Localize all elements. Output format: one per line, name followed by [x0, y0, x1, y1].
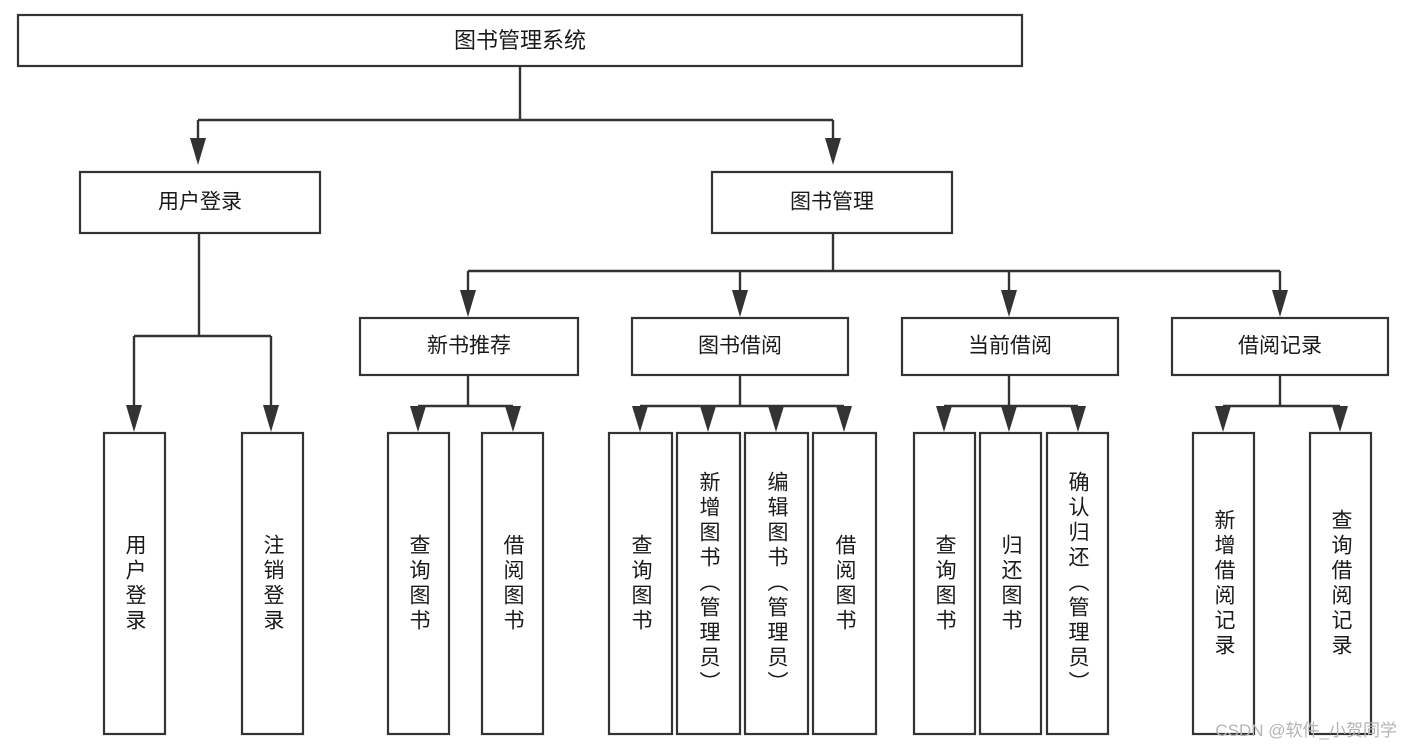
leaf-box-br-query-record[interactable] — [1308, 431, 1373, 736]
arrow-to-cb-leaf-2 — [1001, 406, 1017, 432]
connector-group-root-to-level2 — [190, 66, 841, 165]
arrow-to-new-book-recommend — [460, 290, 476, 317]
connector-group-book-management-to-level3 — [460, 233, 1288, 317]
leaf-box-user-login[interactable] — [102, 431, 167, 736]
arrow-to-bb-leaf-3 — [768, 406, 784, 432]
node-current-borrow-box[interactable] — [900, 316, 1120, 377]
node-new-book-recommend-box[interactable] — [358, 316, 580, 377]
leaf-box-cb-confirm-return-admin[interactable] — [1045, 431, 1110, 736]
arrow-to-cb-leaf-3 — [1070, 406, 1086, 432]
leaf-box-nbr-borrow-book[interactable] — [480, 431, 545, 736]
arrow-to-cb-leaf-1 — [936, 406, 952, 432]
node-book-management[interactable]: 图书管理 — [710, 170, 954, 235]
leaf-boxes-borrow-record — [1191, 431, 1373, 736]
arrow-to-nbr-leaf-2 — [505, 406, 521, 432]
arrow-to-bb-leaf-4 — [836, 406, 852, 432]
leaf-box-cb-query-book[interactable] — [912, 431, 977, 736]
arrow-to-bb-leaf-1 — [632, 406, 648, 432]
arrow-to-user-login — [190, 138, 206, 165]
node-book-management-label: 图书管理 — [790, 191, 874, 214]
connector-group-user-login-to-leaves — [126, 233, 279, 432]
leaf-box-bb-edit-book-admin[interactable] — [743, 431, 810, 736]
connector-group-book-borrow-to-leaves — [632, 375, 852, 432]
node-current-borrow[interactable]: 当前借阅 — [900, 316, 1120, 377]
node-user-login[interactable]: 用户登录 — [78, 170, 322, 235]
node-root-label: 图书管理系统 — [454, 28, 586, 53]
leaf-boxes-book-borrow — [607, 431, 878, 736]
leaf-box-nbr-query-book[interactable] — [386, 431, 451, 736]
arrow-to-leaf-logout — [263, 405, 279, 432]
arrow-to-leaf-user-login — [126, 405, 142, 432]
leaf-boxes-user-login — [102, 431, 305, 736]
node-current-borrow-label: 当前借阅 — [968, 335, 1052, 358]
arrow-to-br-leaf-1 — [1215, 406, 1231, 432]
arrow-to-nbr-leaf-1 — [410, 406, 426, 432]
node-root-box[interactable] — [16, 13, 1024, 68]
node-book-borrow-label: 图书借阅 — [698, 335, 782, 358]
node-root-book-management-system[interactable]: 图书管理系统 — [16, 13, 1024, 68]
leaf-box-bb-borrow-book[interactable] — [811, 431, 878, 736]
arrow-to-borrow-record — [1272, 290, 1288, 317]
leaf-box-bb-add-book-admin[interactable] — [675, 431, 742, 736]
connector-group-current-borrow-to-leaves — [936, 375, 1086, 432]
node-new-book-recommend-label: 新书推荐 — [427, 335, 511, 358]
leaf-boxes-new-book-recommend — [386, 431, 545, 736]
arrow-to-bb-leaf-2 — [700, 406, 716, 432]
connector-group-borrow-record-to-leaves — [1215, 375, 1348, 432]
node-book-borrow-box[interactable] — [630, 316, 850, 377]
node-book-management-box[interactable] — [710, 170, 954, 235]
leaf-boxes-current-borrow — [912, 431, 1110, 736]
leaf-box-br-add-record[interactable] — [1191, 431, 1256, 736]
leaf-box-bb-query-book[interactable] — [607, 431, 674, 736]
node-user-login-label: 用户登录 — [158, 191, 242, 214]
node-user-login-box[interactable] — [78, 170, 322, 235]
node-borrow-record[interactable]: 借阅记录 — [1170, 316, 1390, 377]
arrow-to-current-borrow — [1001, 290, 1017, 317]
node-borrow-record-label: 借阅记录 — [1238, 335, 1322, 358]
arrow-to-book-management — [825, 138, 841, 165]
arrow-to-book-borrow — [732, 290, 748, 317]
node-borrow-record-box[interactable] — [1170, 316, 1390, 377]
leaf-box-logout-login[interactable] — [240, 431, 305, 736]
connector-group-new-book-recommend-to-leaves — [410, 375, 521, 432]
node-new-book-recommend[interactable]: 新书推荐 — [358, 316, 580, 377]
arrow-to-br-leaf-2 — [1332, 406, 1348, 432]
node-book-borrow[interactable]: 图书借阅 — [630, 316, 850, 377]
leaf-box-cb-return-book[interactable] — [978, 431, 1043, 736]
